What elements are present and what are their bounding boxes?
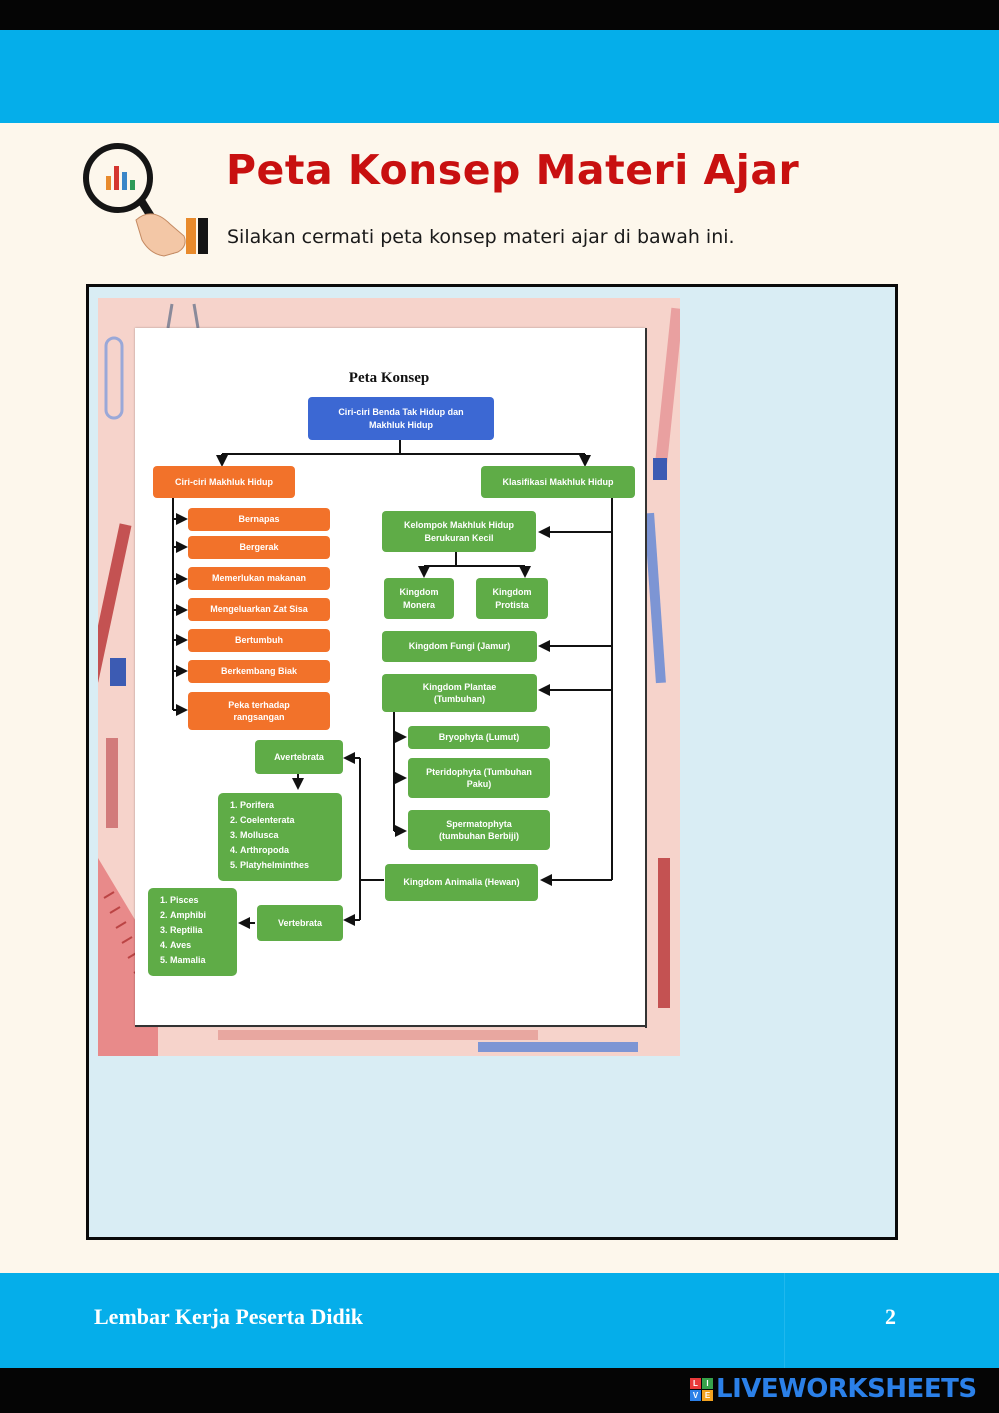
- node-animalia: Kingdom Animalia (Hewan): [385, 864, 538, 901]
- page-number: 2: [885, 1304, 896, 1329]
- liveworksheets-icon: L I V E: [690, 1377, 713, 1401]
- list-item: Mamalia: [170, 953, 229, 968]
- vertebrata-list: Pisces Amphibi Reptilia Aves Mamalia: [148, 888, 237, 976]
- node-monera: Kingdom Monera: [384, 578, 454, 619]
- paper-edge: [645, 328, 647, 1028]
- liveworksheets-text: LIVEWORKSHEETS: [716, 1374, 977, 1404]
- top-black-bar: [0, 0, 999, 30]
- paper-edge: [135, 1025, 647, 1027]
- concept-map-title: Peta Konsep: [348, 370, 430, 386]
- node-avertebrata: Avertebrata: [255, 740, 343, 774]
- bottom-black-bar: [0, 1368, 999, 1413]
- node-ciri-makhluk-hidup: Ciri-ciri Makhluk Hidup: [153, 466, 295, 498]
- node-item: Memerlukan makanan: [188, 567, 330, 590]
- footer-band: [0, 1273, 999, 1368]
- list-item: Platyhelminthes: [240, 858, 334, 873]
- node-klasifikasi: Klasifikasi Makhluk Hidup: [481, 466, 635, 498]
- node-item: Bergerak: [188, 536, 330, 559]
- page-title: Peta Konsep Materi Ajar: [226, 146, 800, 194]
- node-vertebrata: Vertebrata: [257, 905, 343, 941]
- node-item: Peka terhadap rangsangan: [188, 692, 330, 730]
- list-item: Reptilia: [170, 923, 229, 938]
- node-root: Ciri-ciri Benda Tak Hidup dan Makhluk Hi…: [308, 397, 494, 440]
- list-item: Amphibi: [170, 908, 229, 923]
- magnifier-chart-icon: [83, 143, 208, 257]
- list-item: Coelenterata: [240, 813, 334, 828]
- list-item: Pisces: [170, 893, 229, 908]
- avertebrata-list: Porifera Coelenterata Mollusca Arthropod…: [218, 793, 342, 881]
- node-plantae: Kingdom Plantae (Tumbuhan): [382, 674, 537, 712]
- concept-map-poster: Peta Konsep: [98, 298, 680, 1056]
- node-pteridophyta: Pteridophyta (Tumbuhan Paku): [408, 758, 550, 798]
- node-fungi: Kingdom Fungi (Jamur): [382, 631, 537, 662]
- node-small-group: Kelompok Makhluk Hidup Berukuran Kecil: [382, 511, 536, 552]
- list-item: Aves: [170, 938, 229, 953]
- list-item: Arthropoda: [240, 843, 334, 858]
- header-band: [0, 30, 999, 123]
- liveworksheets-logo[interactable]: L I V E LIVEWORKSHEETS: [690, 1374, 977, 1404]
- list-item: Porifera: [240, 798, 334, 813]
- node-bryophyta: Bryophyta (Lumut): [408, 726, 550, 749]
- list-item: Mollusca: [240, 828, 334, 843]
- node-item: Berkembang Biak: [188, 660, 330, 683]
- concept-map-connectors: [172, 440, 613, 929]
- page-subtitle: Silakan cermati peta konsep materi ajar …: [227, 226, 735, 248]
- node-item: Mengeluarkan Zat Sisa: [188, 598, 330, 621]
- node-item: Bertumbuh: [188, 629, 330, 652]
- node-item: Bernapas: [188, 508, 330, 531]
- footer-divider: [784, 1273, 785, 1368]
- footer-label: Lembar Kerja Peserta Didik: [94, 1304, 364, 1329]
- node-protista: Kingdom Protista: [476, 578, 548, 619]
- node-spermatophyta: Spermatophyta (tumbuhan Berbiji): [408, 810, 550, 850]
